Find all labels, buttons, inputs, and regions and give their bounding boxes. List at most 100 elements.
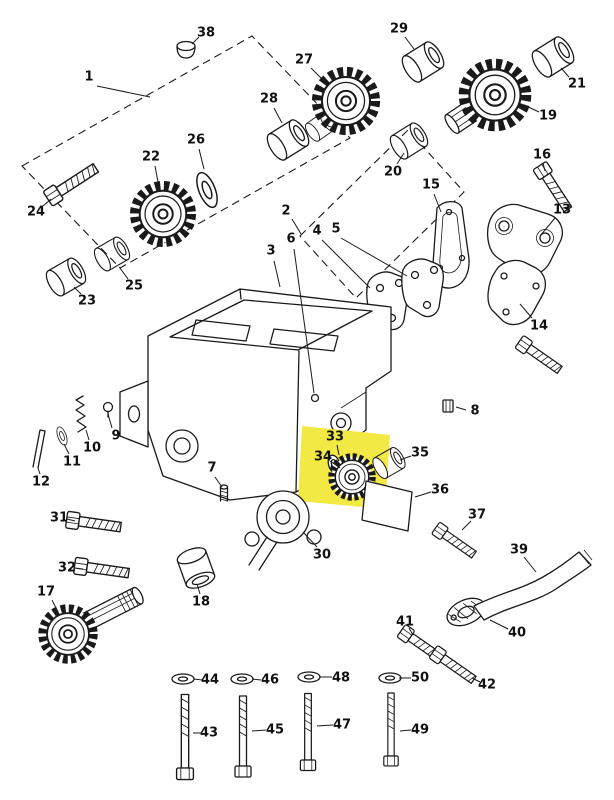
part-50-washer — [378, 672, 402, 684]
part-label-9[interactable]: 9 — [111, 429, 120, 444]
part-25-bushing — [90, 234, 134, 274]
part-38-cap — [176, 40, 196, 59]
part-label-38[interactable]: 38 — [197, 26, 215, 41]
part-label-35[interactable]: 35 — [411, 446, 429, 461]
part-label-31[interactable]: 31 — [50, 511, 68, 526]
part-label-19[interactable]: 19 — [539, 109, 557, 124]
part-19-gear — [464, 64, 527, 127]
part-10-spring — [75, 395, 87, 433]
part-label-27[interactable]: 27 — [295, 53, 313, 68]
part-label-44[interactable]: 44 — [201, 673, 219, 688]
part-label-32[interactable]: 32 — [58, 561, 76, 576]
part-label-50[interactable]: 50 — [411, 671, 429, 686]
part-48-washer — [297, 671, 321, 683]
part-label-6[interactable]: 6 — [286, 232, 295, 247]
part-13-bracket — [487, 203, 563, 276]
part-label-43[interactable]: 43 — [200, 726, 218, 741]
part-label-17[interactable]: 17 — [37, 585, 55, 600]
part-label-5[interactable]: 5 — [331, 222, 340, 237]
part-label-36[interactable]: 36 — [431, 483, 449, 498]
part-label-23[interactable]: 23 — [78, 294, 96, 309]
part-12-pin — [32, 429, 46, 469]
leader-line-29 — [404, 36, 415, 50]
part-label-26[interactable]: 26 — [187, 133, 205, 148]
part-label-29[interactable]: 29 — [390, 22, 408, 37]
part-11-washer — [54, 425, 70, 447]
part-label-39[interactable]: 39 — [510, 543, 528, 558]
leader-line-21 — [560, 67, 570, 78]
part-17-shaft — [81, 586, 144, 631]
part-label-21[interactable]: 21 — [568, 77, 586, 92]
part-label-47[interactable]: 47 — [333, 718, 351, 733]
part-label-1[interactable]: 1 — [84, 70, 93, 85]
part-label-25[interactable]: 25 — [125, 279, 143, 294]
part-30-pump — [244, 490, 322, 571]
part-27-gear — [317, 72, 376, 131]
part-label-49[interactable]: 49 — [411, 723, 429, 738]
part-26-washer — [191, 169, 223, 211]
part-39-pipe — [473, 549, 593, 621]
part-44-washer — [171, 673, 195, 685]
leader-line-13 — [539, 217, 556, 237]
leader-line-42 — [471, 677, 481, 683]
part-24-bolt — [42, 159, 102, 208]
leader-line-44 — [193, 678, 203, 681]
part-45-bolt — [234, 695, 252, 778]
leader-line-30 — [302, 531, 318, 548]
leader-line-41 — [408, 627, 414, 636]
leader-line-12 — [37, 467, 41, 475]
part-label-22[interactable]: 22 — [142, 150, 160, 165]
part-label-34[interactable]: 34 — [314, 450, 332, 465]
leader-line-28 — [273, 107, 283, 124]
leader-line-47 — [316, 724, 334, 727]
part-label-14[interactable]: 14 — [530, 319, 548, 334]
part-label-48[interactable]: 48 — [332, 671, 350, 686]
leader-line-36 — [414, 491, 432, 498]
leader-line-26 — [198, 148, 205, 170]
part-label-4[interactable]: 4 — [312, 224, 321, 239]
part-46-washer — [230, 673, 254, 685]
leader-line-15 — [433, 193, 442, 213]
part-label-28[interactable]: 28 — [260, 92, 278, 107]
part-label-24[interactable]: 24 — [27, 205, 45, 220]
leader-line-35 — [399, 455, 412, 461]
part-17-gear — [42, 608, 93, 659]
part-label-3[interactable]: 3 — [266, 244, 275, 259]
part-label-13[interactable]: 13 — [553, 203, 571, 218]
leader-line-22 — [154, 165, 160, 188]
part-47-bolt — [299, 692, 317, 772]
leader-line-17 — [51, 599, 60, 615]
part-label-37[interactable]: 37 — [468, 508, 486, 523]
leader-line-37 — [461, 520, 472, 531]
part-label-11[interactable]: 11 — [63, 455, 81, 470]
part-label-7[interactable]: 7 — [207, 461, 216, 476]
part-label-12[interactable]: 12 — [32, 475, 50, 490]
part-label-40[interactable]: 40 — [508, 626, 526, 641]
leader-line-39 — [523, 556, 537, 573]
part-label-30[interactable]: 30 — [313, 548, 331, 563]
part-label-18[interactable]: 18 — [192, 595, 210, 610]
part-label-41[interactable]: 41 — [396, 615, 414, 630]
group-outline-2 — [299, 129, 465, 299]
leader-line-27 — [310, 67, 328, 85]
part-label-2[interactable]: 2 — [281, 204, 290, 219]
part-18-bushing — [174, 543, 218, 593]
leader-lines — [37, 36, 570, 734]
leader-line-5 — [340, 237, 408, 277]
part-label-20[interactable]: 20 — [384, 165, 402, 180]
part-label-45[interactable]: 45 — [266, 723, 284, 738]
leader-line-18 — [196, 583, 201, 595]
part-label-8[interactable]: 8 — [470, 404, 479, 419]
leader-line-23 — [73, 286, 82, 295]
leader-line-11 — [63, 443, 70, 455]
part-label-46[interactable]: 46 — [261, 673, 279, 688]
part-label-16[interactable]: 16 — [533, 148, 551, 163]
part-label-33[interactable]: 33 — [326, 430, 344, 445]
leader-line-16 — [542, 162, 546, 172]
part-29-bushing — [397, 38, 449, 86]
part-label-42[interactable]: 42 — [478, 678, 496, 693]
leader-line-9 — [107, 413, 113, 429]
part-label-10[interactable]: 10 — [83, 441, 101, 456]
leader-line-33 — [336, 444, 340, 456]
part-label-15[interactable]: 15 — [422, 178, 440, 193]
